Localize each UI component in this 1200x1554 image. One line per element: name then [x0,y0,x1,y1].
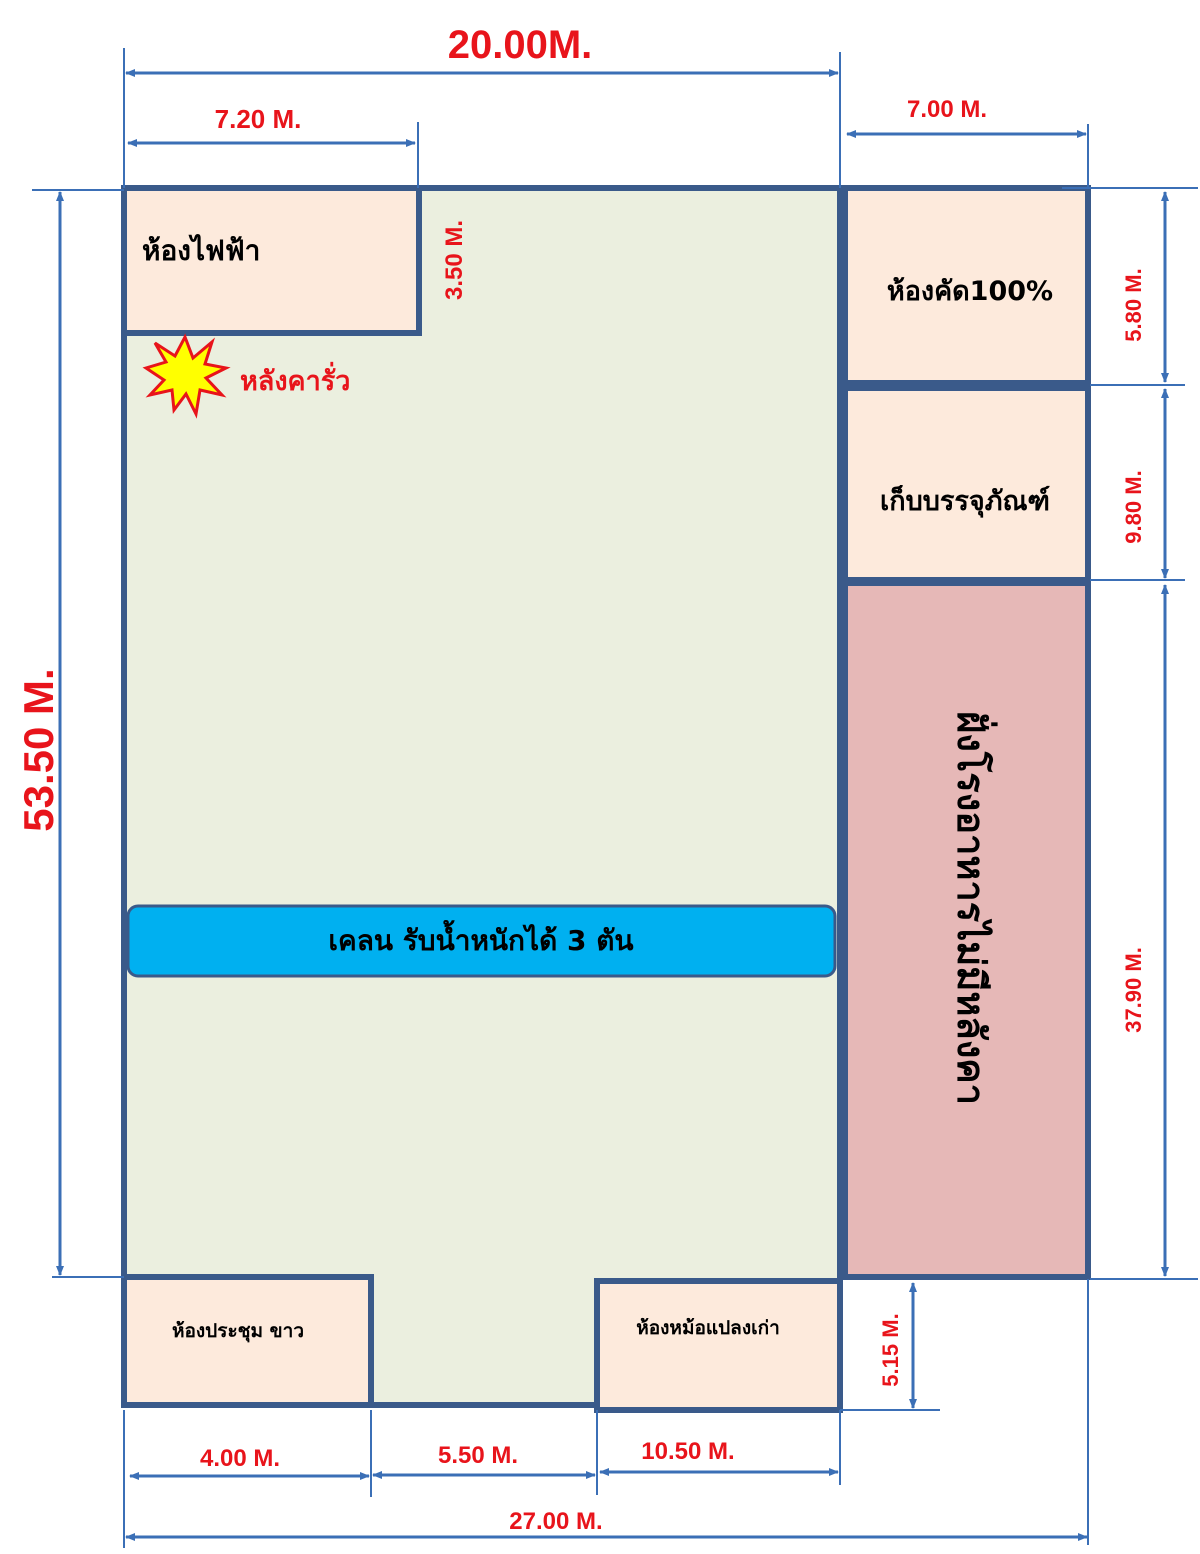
mud-bar [126,904,837,978]
roof-leak-label: หลังคารั่ว [240,361,350,396]
extension-lines [32,48,1198,1548]
dim-bottom-total: 27.00 M. [509,1508,602,1535]
mud-bar-label: เคลน รับน้ำหนักได้ 3 ตัน [328,919,633,957]
sorting-room-label: ห้องคัด100% [887,276,1053,307]
meeting-room [121,1274,374,1408]
canteen-area [842,580,1091,1280]
dim-electrical-depth: 3.50 M. [441,220,468,300]
dim-sorting-height: 5.80 M. [1121,268,1146,341]
dim-packaging-height: 9.80 M. [1121,470,1146,543]
dim-canteen-height: 37.90 M. [1121,947,1146,1033]
sorting-room [842,185,1091,386]
dim-transformer-depth: 5.15 M. [878,1313,903,1386]
main-floor-area [121,185,843,1413]
dim-gap-width: 5.50 M. [438,1442,518,1469]
dimension-lines [56,69,1169,1541]
dim-top-total: 20.00M. [448,23,593,67]
packaging-room-label: เก็บบรรจุภัณฑ์ [880,483,1050,518]
canteen-label: ฝั่งโรงอาหารไม่มีหลังคา [949,711,998,1105]
dim-transformer-width: 10.50 M. [641,1438,734,1465]
dim-meeting-width: 4.00 M. [200,1445,280,1472]
transformer-room-label: ห้องหม้อแปลงเก่า [636,1317,780,1339]
dim-right-width: 7.00 M. [907,96,987,123]
transformer-room [594,1278,843,1413]
dim-left-total: 53.50 M. [15,668,62,831]
starburst-icon [142,333,231,419]
meeting-room-label: ห้องประชุม ขาว [172,1320,304,1343]
electrical-room-label: ห้องไฟฟ้า [142,234,260,267]
packaging-room [842,385,1091,583]
dim-electrical-width: 7.20 M. [215,104,302,134]
electrical-room [121,185,422,336]
